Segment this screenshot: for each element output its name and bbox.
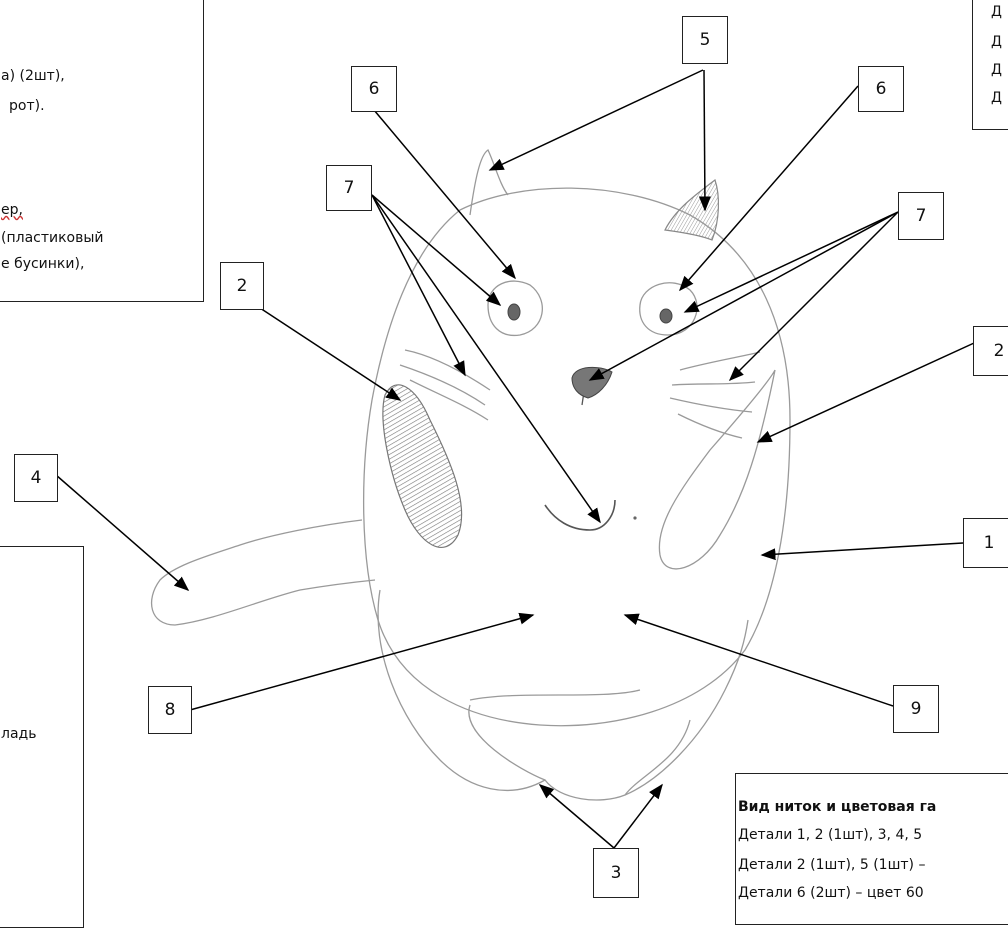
right-ear [664,179,719,241]
materials-line-5: е бусинки), [1,256,85,272]
left-pupil [507,303,521,321]
label-8: 8 [148,686,192,734]
threads-line-2: Детали 2 (1шт), 5 (1шт) – [738,857,926,873]
details-line-3: Д [991,62,1002,78]
materials-line-4: (пластиковый [1,230,104,246]
threads-box: Вид ниток и цветовая га Детали 1, 2 (1шт… [735,773,1008,925]
label-1: 1 [963,518,1008,568]
right-pupil [659,308,673,324]
nose [571,366,613,399]
materials-line-3: ер, [1,202,23,218]
left-paw [382,384,463,548]
label-6-left: 6 [351,66,397,112]
right-paw [658,369,776,570]
details-line-4: Д [991,90,1002,106]
label-2-right: 2 [973,326,1008,376]
tail [151,519,376,626]
label-6-right: 6 [858,66,904,112]
details-box: Д Д Д Д [972,0,1008,130]
materials-line-2: рот). [9,98,45,114]
label-7-right: 7 [898,192,944,240]
label-4: 4 [14,454,58,502]
details-line-1: Д [991,4,1002,20]
threads-line-3: Детали 6 (2шт) – цвет 60 [738,885,924,901]
materials-line-1: а) (2шт), [1,68,65,84]
label-2-left: 2 [220,262,264,310]
right-eye [639,282,698,336]
threads-line-1: Детали 1, 2 (1шт), 3, 4, 5 [738,827,923,843]
instructions-line-1: ладь [1,726,37,742]
mouth [544,499,616,531]
left-ear [469,149,509,216]
label-9: 9 [893,685,939,733]
label-5: 5 [682,16,728,64]
label-3: 3 [593,848,639,898]
materials-box: а) (2шт), рот). ер, (пластиковый е бусин… [0,0,204,302]
threads-header: Вид ниток и цветовая га [738,799,937,815]
details-line-2: Д [991,34,1002,50]
instructions-box: ладь [0,546,84,928]
label-7-left: 7 [326,165,372,211]
